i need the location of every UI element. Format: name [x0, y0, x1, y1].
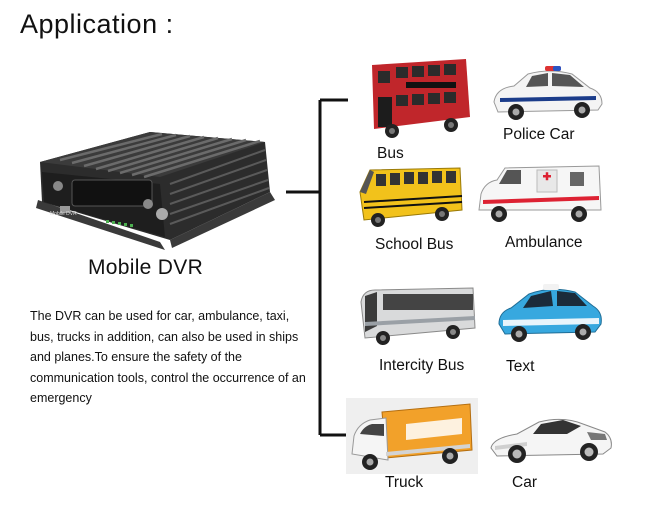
- mobile-dvr-image: Mobile DVR: [36, 132, 275, 250]
- page-title: Application :: [20, 9, 174, 39]
- svg-text:Mobile DVR: Mobile DVR: [50, 211, 77, 217]
- intercity-bus-image: [360, 287, 476, 345]
- vehicle-label-text: Text: [506, 358, 535, 375]
- taxi-image: [498, 284, 602, 342]
- delivery-truck-image: [346, 398, 478, 474]
- vehicle-label-intercity-bus: Intercity Bus: [379, 357, 465, 374]
- sports-car-image: [490, 418, 612, 463]
- description-text: The DVR can be used for car, ambulance, …: [30, 309, 306, 405]
- vehicle-label-school-bus: School Bus: [375, 236, 454, 253]
- ambulance-image: [478, 165, 602, 222]
- bracket-connector: [286, 98, 348, 437]
- police-car-image: [493, 66, 603, 120]
- vehicle-label-bus: Bus: [377, 145, 404, 162]
- school-bus-image: [359, 167, 463, 227]
- device-label: Mobile DVR: [88, 256, 204, 279]
- vehicle-label-police-car: Police Car: [503, 126, 575, 143]
- vehicle-label-truck: Truck: [385, 474, 424, 491]
- vehicle-label-ambulance: Ambulance: [505, 234, 583, 251]
- double-decker-bus-image: [366, 55, 476, 143]
- vehicle-label-car: Car: [512, 474, 537, 491]
